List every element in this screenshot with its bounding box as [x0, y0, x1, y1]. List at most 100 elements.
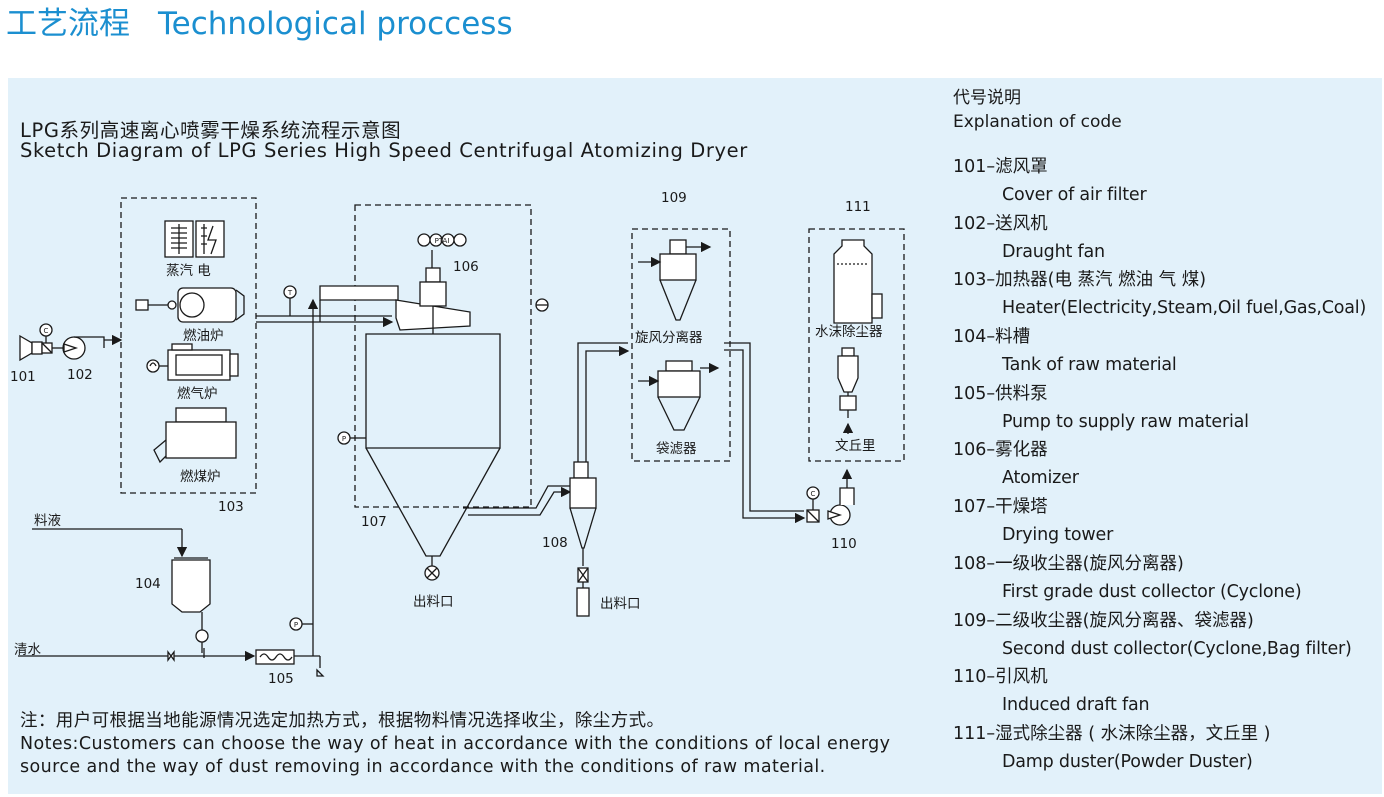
legend-item: 107–干燥塔 Drying tower: [953, 493, 1378, 550]
legend-desc: Tank of raw material: [1002, 355, 1177, 376]
sensor-text: PTAI: [435, 237, 450, 245]
legend-items: 101–滤风罩 Cover of air filter 102–送风机 Draugh…: [953, 153, 1378, 777]
label-101: 101: [10, 369, 36, 385]
legend-item: 111–湿式除尘器 ( 水沫除尘器，文丘里 ) Damp duster(Powde…: [953, 720, 1378, 777]
coal-furnace: [153, 407, 237, 464]
legend-code: 109–二级收尘器(旋风分离器、袋滤器): [953, 610, 1254, 631]
draught-fan-102: [52, 334, 123, 360]
label-107: 107: [361, 514, 387, 530]
legend-desc: Pump to supply raw material: [1002, 411, 1249, 432]
gas-furnace: [146, 343, 239, 381]
label-discharge-cyclone: 出料口: [600, 596, 641, 612]
label-108: 108: [542, 535, 568, 551]
diagram-title-cn: LPG系列高速离心喷雾干燥系统流程示意图: [20, 119, 402, 142]
legend-desc: Heater(Electricity,Steam,Oil fuel,Gas,Co…: [1002, 298, 1367, 319]
notes-en-line1: Notes:Customers can choose the way of he…: [20, 734, 891, 754]
legend-item: 110–引风机 Induced draft fan: [953, 663, 1378, 720]
label-cyclone-separator: 旋风分离器: [635, 329, 703, 346]
legend-code: 107–干燥塔: [953, 497, 1048, 518]
water-film-dust-collector: [833, 239, 883, 324]
notes: 注：用户可根据当地能源情况选定加热方式，根据物料情况选择收尘，除尘方式。 Not…: [20, 710, 960, 779]
content-panel: LPG系列高速离心喷雾干燥系统流程示意图 Sketch Diagram of L…: [8, 78, 1382, 794]
legend-code: 105–供料泵: [953, 383, 1048, 404]
legend-item: 101–滤风罩 Cover of air filter: [953, 153, 1378, 210]
page-title-en: Technological proccess: [158, 6, 513, 42]
legend-code: 101–滤风罩: [953, 157, 1048, 177]
bag-filter-109: [638, 360, 720, 431]
label-106: 106: [453, 259, 479, 275]
legend-desc: Induced draft fan: [1002, 695, 1150, 716]
symbol-p-tower: P: [342, 435, 346, 443]
page-title-cn: 工艺流程: [6, 6, 130, 42]
venturi: [837, 347, 859, 434]
notes-en-line2: source and the way of dust removing in a…: [20, 757, 826, 777]
label-104: 104: [135, 576, 161, 592]
legend-title-en: Explanation of code: [953, 112, 1122, 132]
label-discharge-tower: 出料口: [413, 594, 454, 610]
legend-code: 111–湿式除尘器 ( 水沫除尘器，文丘里 ): [953, 723, 1271, 744]
symbol-c-101: C: [44, 327, 49, 335]
label-feed-liquid: 料液: [34, 513, 61, 529]
legend-desc: Drying tower: [1002, 525, 1114, 546]
legend-desc: Atomizer: [1002, 468, 1079, 489]
duct-tower-to-108: [463, 485, 572, 516]
legend-code: 104–料槽: [953, 327, 1031, 348]
legend-item: 105–供料泵 Pump to supply raw material: [953, 380, 1378, 437]
legend-title-cn: 代号说明: [953, 88, 1021, 108]
air-filter-cover-101: [19, 323, 53, 362]
notes-cn: 注：用户可根据当地能源情况选定加热方式，根据物料情况选择收尘，除尘方式。: [20, 711, 665, 731]
legend-item: 109–二级收尘器(旋风分离器、袋滤器)Second dust collecto…: [953, 607, 1378, 664]
label-102: 102: [67, 367, 93, 383]
page-title: 工艺流程 Technological proccess: [6, 2, 513, 46]
process-diagram: 101 102 103 104 105 106 107 108 109 110 …: [10, 190, 905, 687]
legend-item: 106–雾化器 Atomizer: [953, 436, 1378, 493]
label-bag-filter: 袋滤器: [656, 441, 697, 457]
induced-draft-fan-110: [806, 468, 855, 526]
label-oil-furnace: 燃油炉: [183, 327, 224, 344]
label-venturi: 文丘里: [835, 438, 876, 454]
label-gas-furnace: 燃气炉: [177, 385, 218, 402]
diagram-title-en: Sketch Diagram of LPG Series High Speed …: [20, 139, 748, 162]
label-103: 103: [218, 499, 244, 515]
legend-desc: Damp duster(Powder Duster): [1002, 751, 1253, 772]
symbol-t: T: [287, 289, 293, 297]
duct-108-to-109: [577, 342, 630, 462]
label-111: 111: [845, 199, 871, 215]
drying-tower-107: [365, 333, 501, 581]
atomizer-106: [417, 233, 467, 354]
hot-air-duct: [256, 285, 394, 328]
cyclone-separator-109: [638, 239, 712, 321]
legend-desc: Draught fan: [1002, 241, 1105, 262]
duct-109-to-110: [724, 342, 806, 524]
label-105: 105: [268, 671, 294, 687]
label-109: 109: [661, 190, 687, 206]
legend-desc: First grade dust collector (Cyclone): [1002, 581, 1302, 602]
label-clean-water: 清水: [14, 642, 41, 658]
electric-steam-heater: [164, 220, 225, 258]
label-coal-furnace: 燃煤炉: [180, 468, 221, 485]
symbol-p-pump: P: [294, 621, 298, 629]
legend-item: 104–料槽 Tank of raw material: [953, 323, 1378, 380]
legend-code: 106–雾化器: [953, 440, 1048, 461]
heater-box-103: [120, 197, 257, 494]
box-109: [631, 228, 731, 462]
cyclone-108: [569, 461, 597, 617]
oil-furnace: [135, 287, 245, 323]
legend-code: 102–送风机: [953, 213, 1048, 234]
box-111: [808, 228, 905, 462]
legend-item: 102–送风机 Draught fan: [953, 210, 1378, 267]
raw-material-tank-104: [32, 528, 211, 658]
feed-pump-105: [18, 298, 325, 677]
legend-item: 108–一级收尘器(旋风分离器) First grade dust collect…: [953, 550, 1378, 607]
legend-desc: Cover of air filter: [1002, 185, 1147, 205]
symbol-c-110: C: [811, 490, 816, 498]
legend-code: 103–加热器(电 蒸汽 燃油 气 煤): [953, 270, 1207, 291]
air-distributor: [319, 285, 471, 331]
label-water-film-dust: 水沫除尘器: [815, 324, 883, 340]
label-steam-electric: 蒸汽 电: [166, 263, 211, 279]
tower-frame: [354, 204, 532, 508]
label-110: 110: [831, 536, 857, 552]
legend-code: 108–一级收尘器(旋风分离器): [953, 553, 1184, 574]
legend-code: 110–引风机: [953, 667, 1048, 688]
code-legend: 代号说明 Explanation of code 101–滤风罩 Cover of…: [953, 86, 1378, 777]
